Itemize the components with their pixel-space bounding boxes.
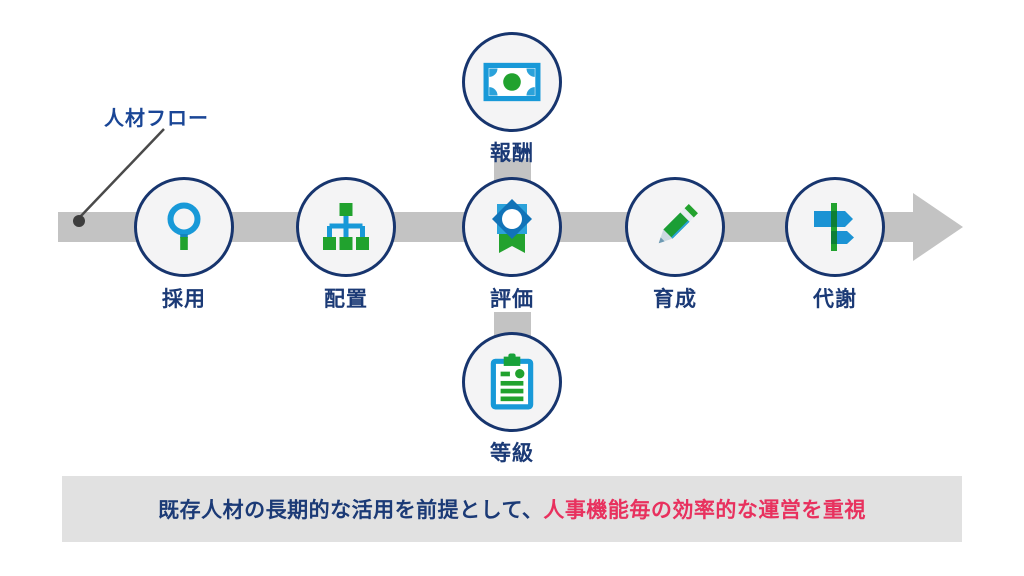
- banner-text-red: 人事機能毎の効率的な運営を重視: [543, 499, 866, 522]
- org-chart-icon: [318, 199, 374, 255]
- magnifier-icon: [156, 199, 212, 255]
- step-evaluation-circle: [462, 177, 562, 277]
- branch-grade-circle: [462, 332, 562, 432]
- signpost-icon: [807, 199, 863, 255]
- step-placement-circle: [296, 177, 396, 277]
- step-development-circle: [625, 177, 725, 277]
- banner-text-blue: 既存人材の長期的な活用を前提として、: [158, 499, 544, 522]
- flow-label: 人材フロー: [104, 108, 209, 130]
- summary-banner: 既存人材の長期的な活用を前提として、人事機能毎の効率的な運営を重視: [62, 476, 962, 542]
- branch-compensation-circle: [462, 32, 562, 132]
- banknote-icon: [483, 53, 541, 111]
- step-evaluation-label: 評価: [490, 288, 534, 311]
- step-recruitment-circle: [134, 177, 234, 277]
- flow-pointer-line: [73, 128, 165, 227]
- clipboard-icon: [483, 353, 541, 411]
- step-turnover-label: 代謝: [813, 288, 857, 311]
- step-development-label: 育成: [653, 288, 697, 311]
- award-ribbon-icon: [484, 199, 540, 255]
- branch-compensation-label: 報酬: [490, 142, 534, 165]
- step-placement-label: 配置: [324, 288, 368, 311]
- branch-grade-label: 等級: [490, 442, 534, 465]
- pencil-icon: [647, 199, 703, 255]
- step-recruitment-label: 採用: [162, 288, 206, 311]
- step-turnover-circle: [785, 177, 885, 277]
